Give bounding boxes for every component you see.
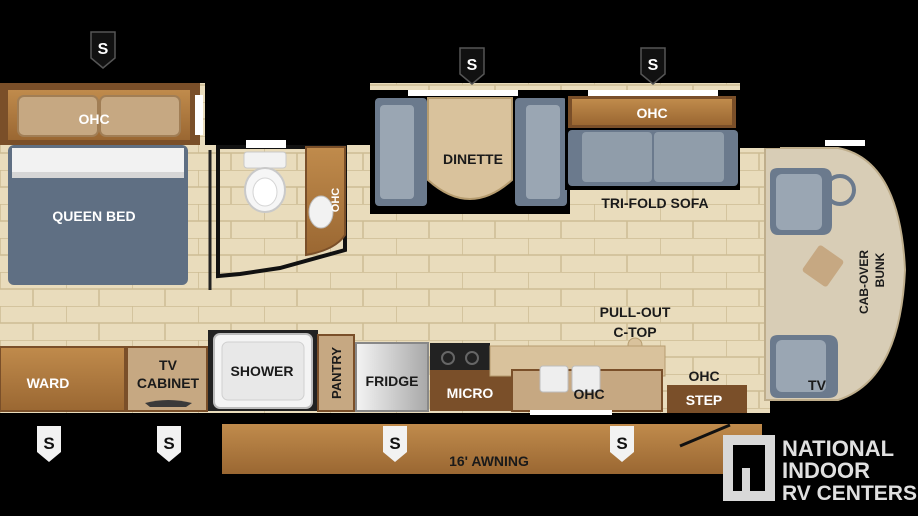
pantry-label: PANTRY — [329, 347, 344, 399]
queen-bed: QUEEN BED — [8, 145, 188, 285]
cab-window — [825, 140, 865, 146]
dinette-label: DINETTE — [443, 151, 503, 167]
speaker-markers: S S S S S S S — [37, 31, 666, 462]
pull-out-label-1: PULL-OUT — [600, 304, 671, 320]
svg-text:S: S — [616, 434, 627, 453]
dinette: DINETTE — [370, 90, 570, 214]
speaker-icon: S — [37, 426, 61, 462]
bathroom: OHC — [216, 140, 347, 279]
bedroom-ohc: OHC — [0, 83, 200, 145]
micro-label: MICRO — [447, 385, 494, 401]
cab-over-label-2: BUNK — [873, 252, 887, 287]
ohc-bedroom-label: OHC — [78, 111, 109, 127]
logo-line-3: RV CENTERS — [782, 482, 917, 505]
speaker-icon: S — [459, 47, 485, 85]
ohc-step-label: OHC — [688, 368, 719, 384]
speaker-icon: S — [90, 31, 116, 69]
fridge-label: FRIDGE — [366, 373, 419, 389]
cab-over-label-1: CAB-OVER — [857, 250, 871, 314]
bottom-row: WARD TV CABINET SHOWER PANTRY FRIDGE MIC… — [0, 330, 747, 415]
speaker-icon: S — [157, 426, 181, 462]
bath-window — [246, 140, 286, 148]
pull-out-label-2: C-TOP — [613, 324, 656, 340]
pull-out-ctop: PULL-OUT C-TOP — [600, 304, 671, 353]
svg-text:S: S — [98, 41, 109, 58]
speaker-icon: S — [383, 426, 407, 462]
tv-label: TV — [808, 377, 827, 393]
bedroom-window — [195, 95, 203, 135]
svg-text:S: S — [648, 57, 659, 74]
queen-bed-label: QUEEN BED — [52, 208, 135, 224]
cab: TV CAB-OVER BUNK — [770, 140, 887, 398]
shower-label: SHOWER — [231, 363, 294, 379]
logo-line-2: INDOOR — [782, 458, 870, 483]
ohc-sofa-label: OHC — [636, 105, 667, 121]
ward-label: WARD — [27, 375, 70, 391]
tri-fold-sofa-label: TRI-FOLD SOFA — [601, 195, 708, 211]
svg-text:S: S — [43, 434, 54, 453]
tv-cabinet-label-2: CABINET — [137, 375, 200, 391]
logo-line-1: NATIONAL — [782, 436, 894, 461]
ohc-kitchen-label: OHC — [573, 386, 604, 402]
svg-text:S: S — [467, 57, 478, 74]
tv-cabinet-label-1: TV — [159, 357, 178, 373]
speaker-icon: S — [640, 47, 666, 85]
national-indoor-rv-logo: NATIONAL INDOOR RV CENTERS — [723, 435, 917, 505]
kitchen-window — [530, 410, 612, 415]
sofa-window — [588, 90, 718, 96]
awning-label: 16' AWNING — [449, 453, 529, 469]
step-label: STEP — [686, 392, 723, 408]
svg-text:S: S — [389, 434, 400, 453]
svg-text:S: S — [163, 434, 174, 453]
speaker-icon: S — [610, 426, 634, 462]
tri-fold-sofa: OHC TRI-FOLD SOFA — [565, 90, 740, 211]
ohc-bath-label: OHC — [330, 188, 342, 213]
awning: 16' AWNING — [222, 423, 762, 474]
dinette-window — [408, 90, 518, 96]
